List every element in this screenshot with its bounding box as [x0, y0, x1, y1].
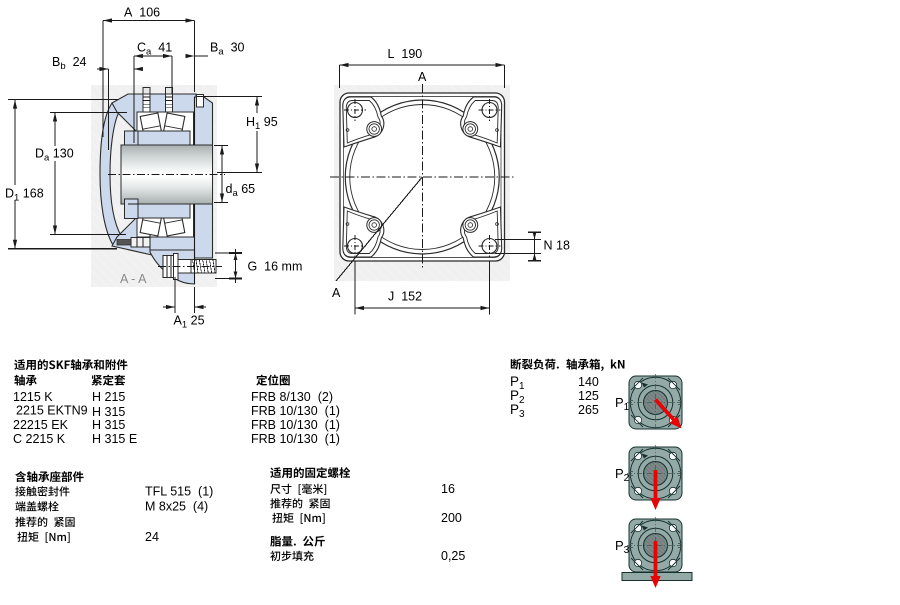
svg-text:24: 24 [145, 530, 159, 544]
svg-text:1215 K: 1215 K [13, 390, 53, 404]
svg-text:H1 95: H1 95 [246, 115, 278, 132]
svg-text:FRB 10/130 (1): FRB 10/130 (1) [251, 418, 340, 432]
svg-text:H 315 E: H 315 E [92, 432, 137, 446]
svg-text:TFL 515 (1): TFL 515 (1) [145, 485, 213, 499]
svg-text:A - A: A - A [120, 272, 147, 286]
svg-text:16: 16 [441, 482, 455, 496]
svg-text:2215 EKTN9: 2215 EKTN9 [16, 404, 88, 418]
svg-text:265: 265 [578, 403, 599, 417]
svg-text:A: A [332, 286, 341, 300]
svg-text:J 152: J 152 [388, 290, 422, 304]
svg-text:FRB 10/130 (1): FRB 10/130 (1) [251, 404, 340, 418]
svg-text:A1 25: A1 25 [174, 314, 205, 331]
svg-text:Ca 41: Ca 41 [137, 41, 172, 58]
svg-text:N 18: N 18 [544, 239, 570, 253]
svg-text:0,25: 0,25 [441, 549, 465, 563]
svg-text:C 2215 K: C 2215 K [13, 432, 66, 446]
svg-text:H 315: H 315 [92, 418, 125, 432]
svg-text:A 106: A 106 [124, 6, 160, 20]
svg-text:200: 200 [441, 511, 462, 525]
svg-text:H 215: H 215 [92, 390, 125, 404]
svg-text:A: A [418, 70, 427, 84]
svg-text:M 8x25 (4): M 8x25 (4) [145, 500, 208, 514]
svg-text:L 190: L 190 [388, 47, 423, 61]
svg-text:140: 140 [578, 375, 599, 389]
svg-text:FRB 10/130 (1): FRB 10/130 (1) [251, 432, 340, 446]
svg-text:22215 EK: 22215 EK [13, 418, 69, 432]
svg-text:125: 125 [578, 389, 599, 403]
svg-text:H 315: H 315 [92, 405, 125, 419]
svg-text:FRB 8/130 (2): FRB 8/130 (2) [251, 390, 333, 404]
svg-text:G 16 mm: G 16 mm [248, 260, 303, 274]
